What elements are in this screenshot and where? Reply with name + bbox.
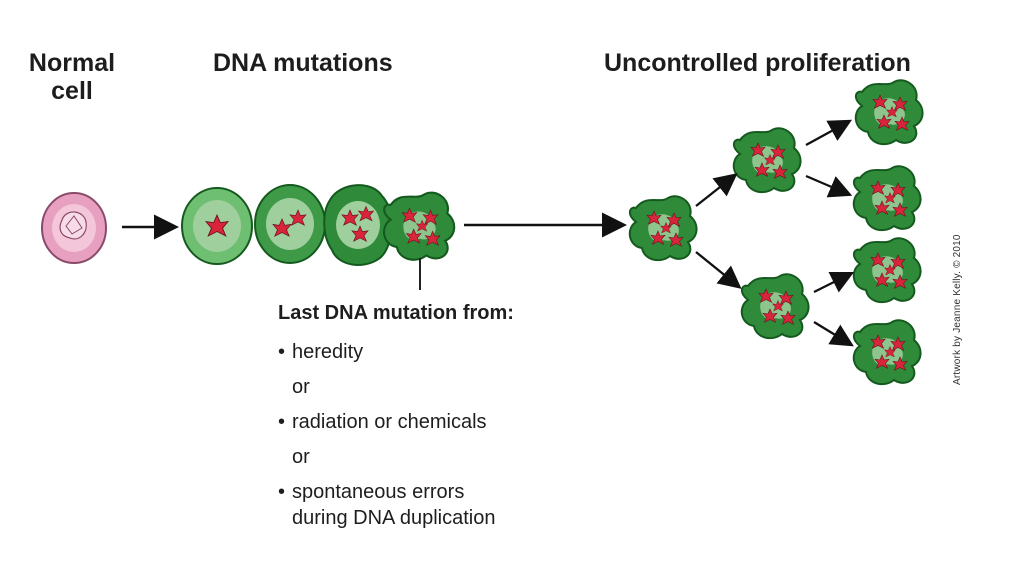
dna-mutations-heading: DNA mutations (213, 49, 393, 77)
cause-item-radiation: • radiation or chemicals (278, 409, 514, 435)
cause-or-1: or (292, 376, 310, 398)
arrow-root-to-lower (695, 251, 742, 289)
proliferating-cell-lower-mid (742, 274, 809, 338)
arrow-upper-to-1 (805, 119, 853, 147)
proliferating-cell-3 (854, 238, 921, 302)
cause-text-line2: during DNA duplication (292, 507, 496, 529)
proliferating-cell-upper-mid (734, 128, 801, 192)
cause-item-spontaneous: • spontaneous errors during DNA duplicati… (278, 479, 514, 531)
normal-cell (41, 192, 107, 264)
cause-text: radiation or chemicals (292, 411, 487, 433)
cause-item-heredity: • heredity (278, 339, 514, 365)
artwork-credit: Artwork by Jeanne Kelly. © 2010 (952, 234, 963, 385)
arrow-upper-to-2 (805, 174, 853, 198)
cause-text: heredity (292, 341, 364, 363)
causes-title: Last DNA mutation from: (278, 302, 514, 324)
cause-text-line1: spontaneous errors (292, 481, 465, 503)
proliferating-cell-1 (856, 80, 923, 144)
normal-cell-heading-line1: Normal (28, 49, 116, 77)
mutation-cell-2 (254, 184, 326, 264)
uncontrolled-proliferation-heading: Uncontrolled proliferation (604, 49, 911, 77)
bullet-icon: • (278, 481, 286, 503)
mutation-cell-4 (384, 193, 454, 260)
proliferating-cell-2 (854, 166, 921, 230)
arrow-lower-to-3 (813, 271, 855, 294)
cause-or-2: or (292, 446, 310, 468)
proliferating-cell-4 (854, 320, 921, 384)
mutation-causes-caption: Last DNA mutation from: • heredity or • ra… (278, 302, 514, 531)
arrow-lower-to-4 (813, 321, 854, 347)
arrow-root-to-upper (695, 173, 738, 207)
mutation-cell-3 (323, 184, 393, 266)
normal-cell-heading-line2: cell (51, 77, 93, 105)
bullet-icon: • (278, 341, 286, 363)
normal-cell-heading: Normal cell (22, 49, 122, 105)
proliferating-cell-root (630, 196, 697, 260)
mutation-cell-1 (181, 187, 253, 265)
bullet-icon: • (278, 411, 286, 433)
